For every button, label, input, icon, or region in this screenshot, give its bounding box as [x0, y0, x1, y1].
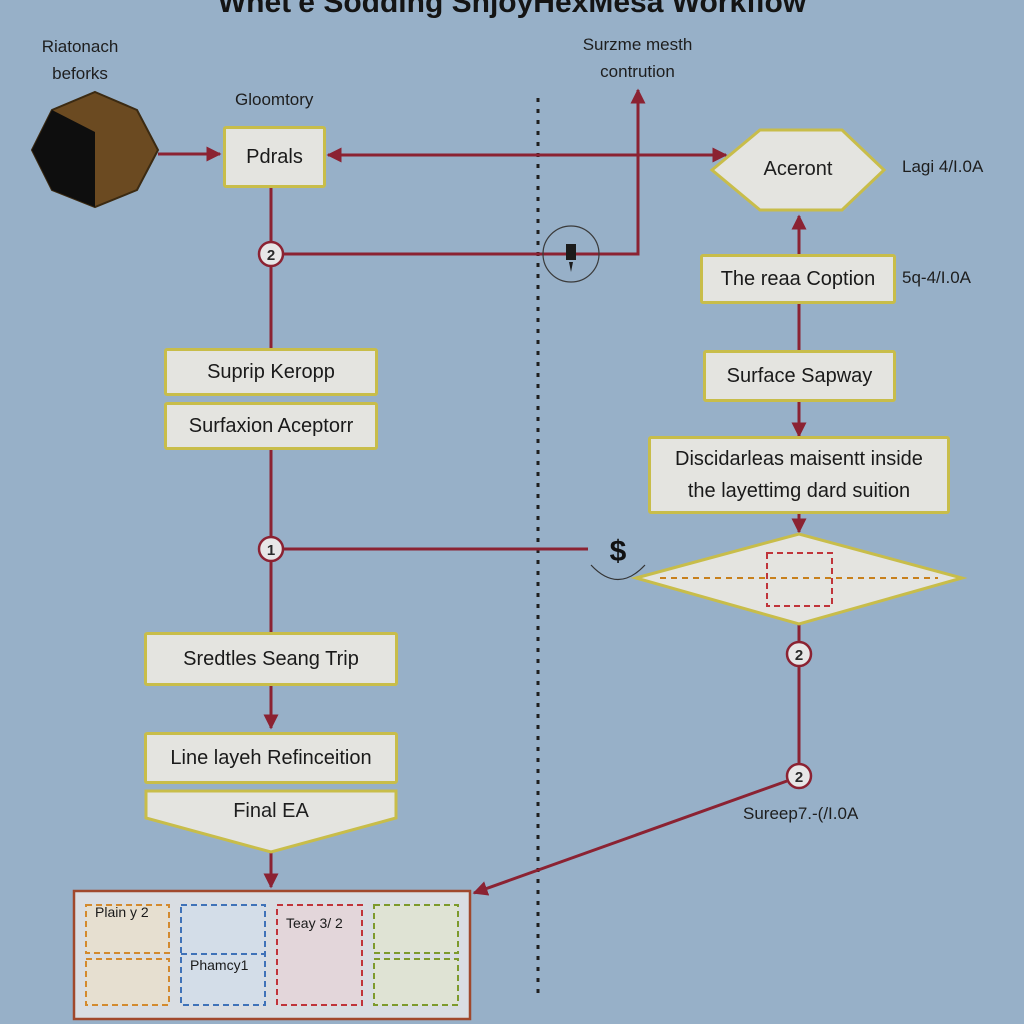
arrow-to-panel	[472, 779, 788, 896]
node-sredtles-seang-trip[interactable]: Sredtles Seang Trip	[144, 632, 398, 686]
node-aceront-label[interactable]: Aceront	[763, 158, 833, 180]
step-badge-1	[257, 535, 285, 563]
page-title: Whet'e Sodding SnjoyHexMesa Workflow	[217, 0, 807, 19]
step-badge-2-top	[257, 240, 285, 268]
node-final-ea-label[interactable]: Final EA	[233, 800, 309, 822]
output-panel	[72, 889, 472, 1021]
node-surfaxion-aceptorr[interactable]: Surfaxion Aceptorr	[164, 402, 378, 450]
node-discidarleas[interactable]: Discidarleas maisentt inside the layetti…	[648, 436, 950, 514]
arrow-to-contrution	[284, 88, 646, 256]
node-suprip-keropp[interactable]: Suprip Keropp	[164, 348, 378, 396]
badge-text-2-low: 2	[795, 769, 803, 786]
badge-text-2-top: 2	[267, 247, 275, 264]
label-side-3: Sureep7.-(/I.0A	[743, 804, 859, 823]
final-ea-shape	[144, 789, 398, 854]
node-rea-coption[interactable]: The reaa Coption	[700, 254, 896, 304]
dollar-sign: $	[610, 535, 627, 568]
label-riatonach: Riatonach beforks	[41, 37, 119, 83]
badge-text-1: 1	[267, 542, 275, 559]
label-side-1: Lagi 4/I.0A	[902, 157, 984, 176]
panel-cell-plain: Plain y 2	[95, 904, 149, 920]
node-pdrals[interactable]: Pdrals	[223, 126, 326, 188]
badge-text-2-mid: 2	[795, 647, 803, 664]
step-badge-2-mid	[785, 640, 813, 668]
label-contrution: Surzme mesth contrution	[582, 35, 693, 81]
hexagon-icon	[30, 90, 160, 209]
panel-cell-teay: Teay 3/ 2	[286, 915, 343, 931]
label-gloomtory: Gloomtory	[235, 90, 314, 109]
lock-icon	[542, 225, 600, 283]
decision-diamond	[630, 532, 968, 626]
aceront-decision-shape	[709, 128, 887, 212]
label-side-2: 5q-4/I.0A	[902, 268, 971, 287]
step-badge-2-low	[785, 762, 813, 790]
node-surface-sapway[interactable]: Surface Sapway	[703, 350, 896, 402]
node-line-layeh[interactable]: Line layeh Refinceition	[144, 732, 398, 784]
panel-cell-phamcy: Phamcy1	[190, 957, 249, 973]
dollar-arc	[590, 564, 646, 580]
